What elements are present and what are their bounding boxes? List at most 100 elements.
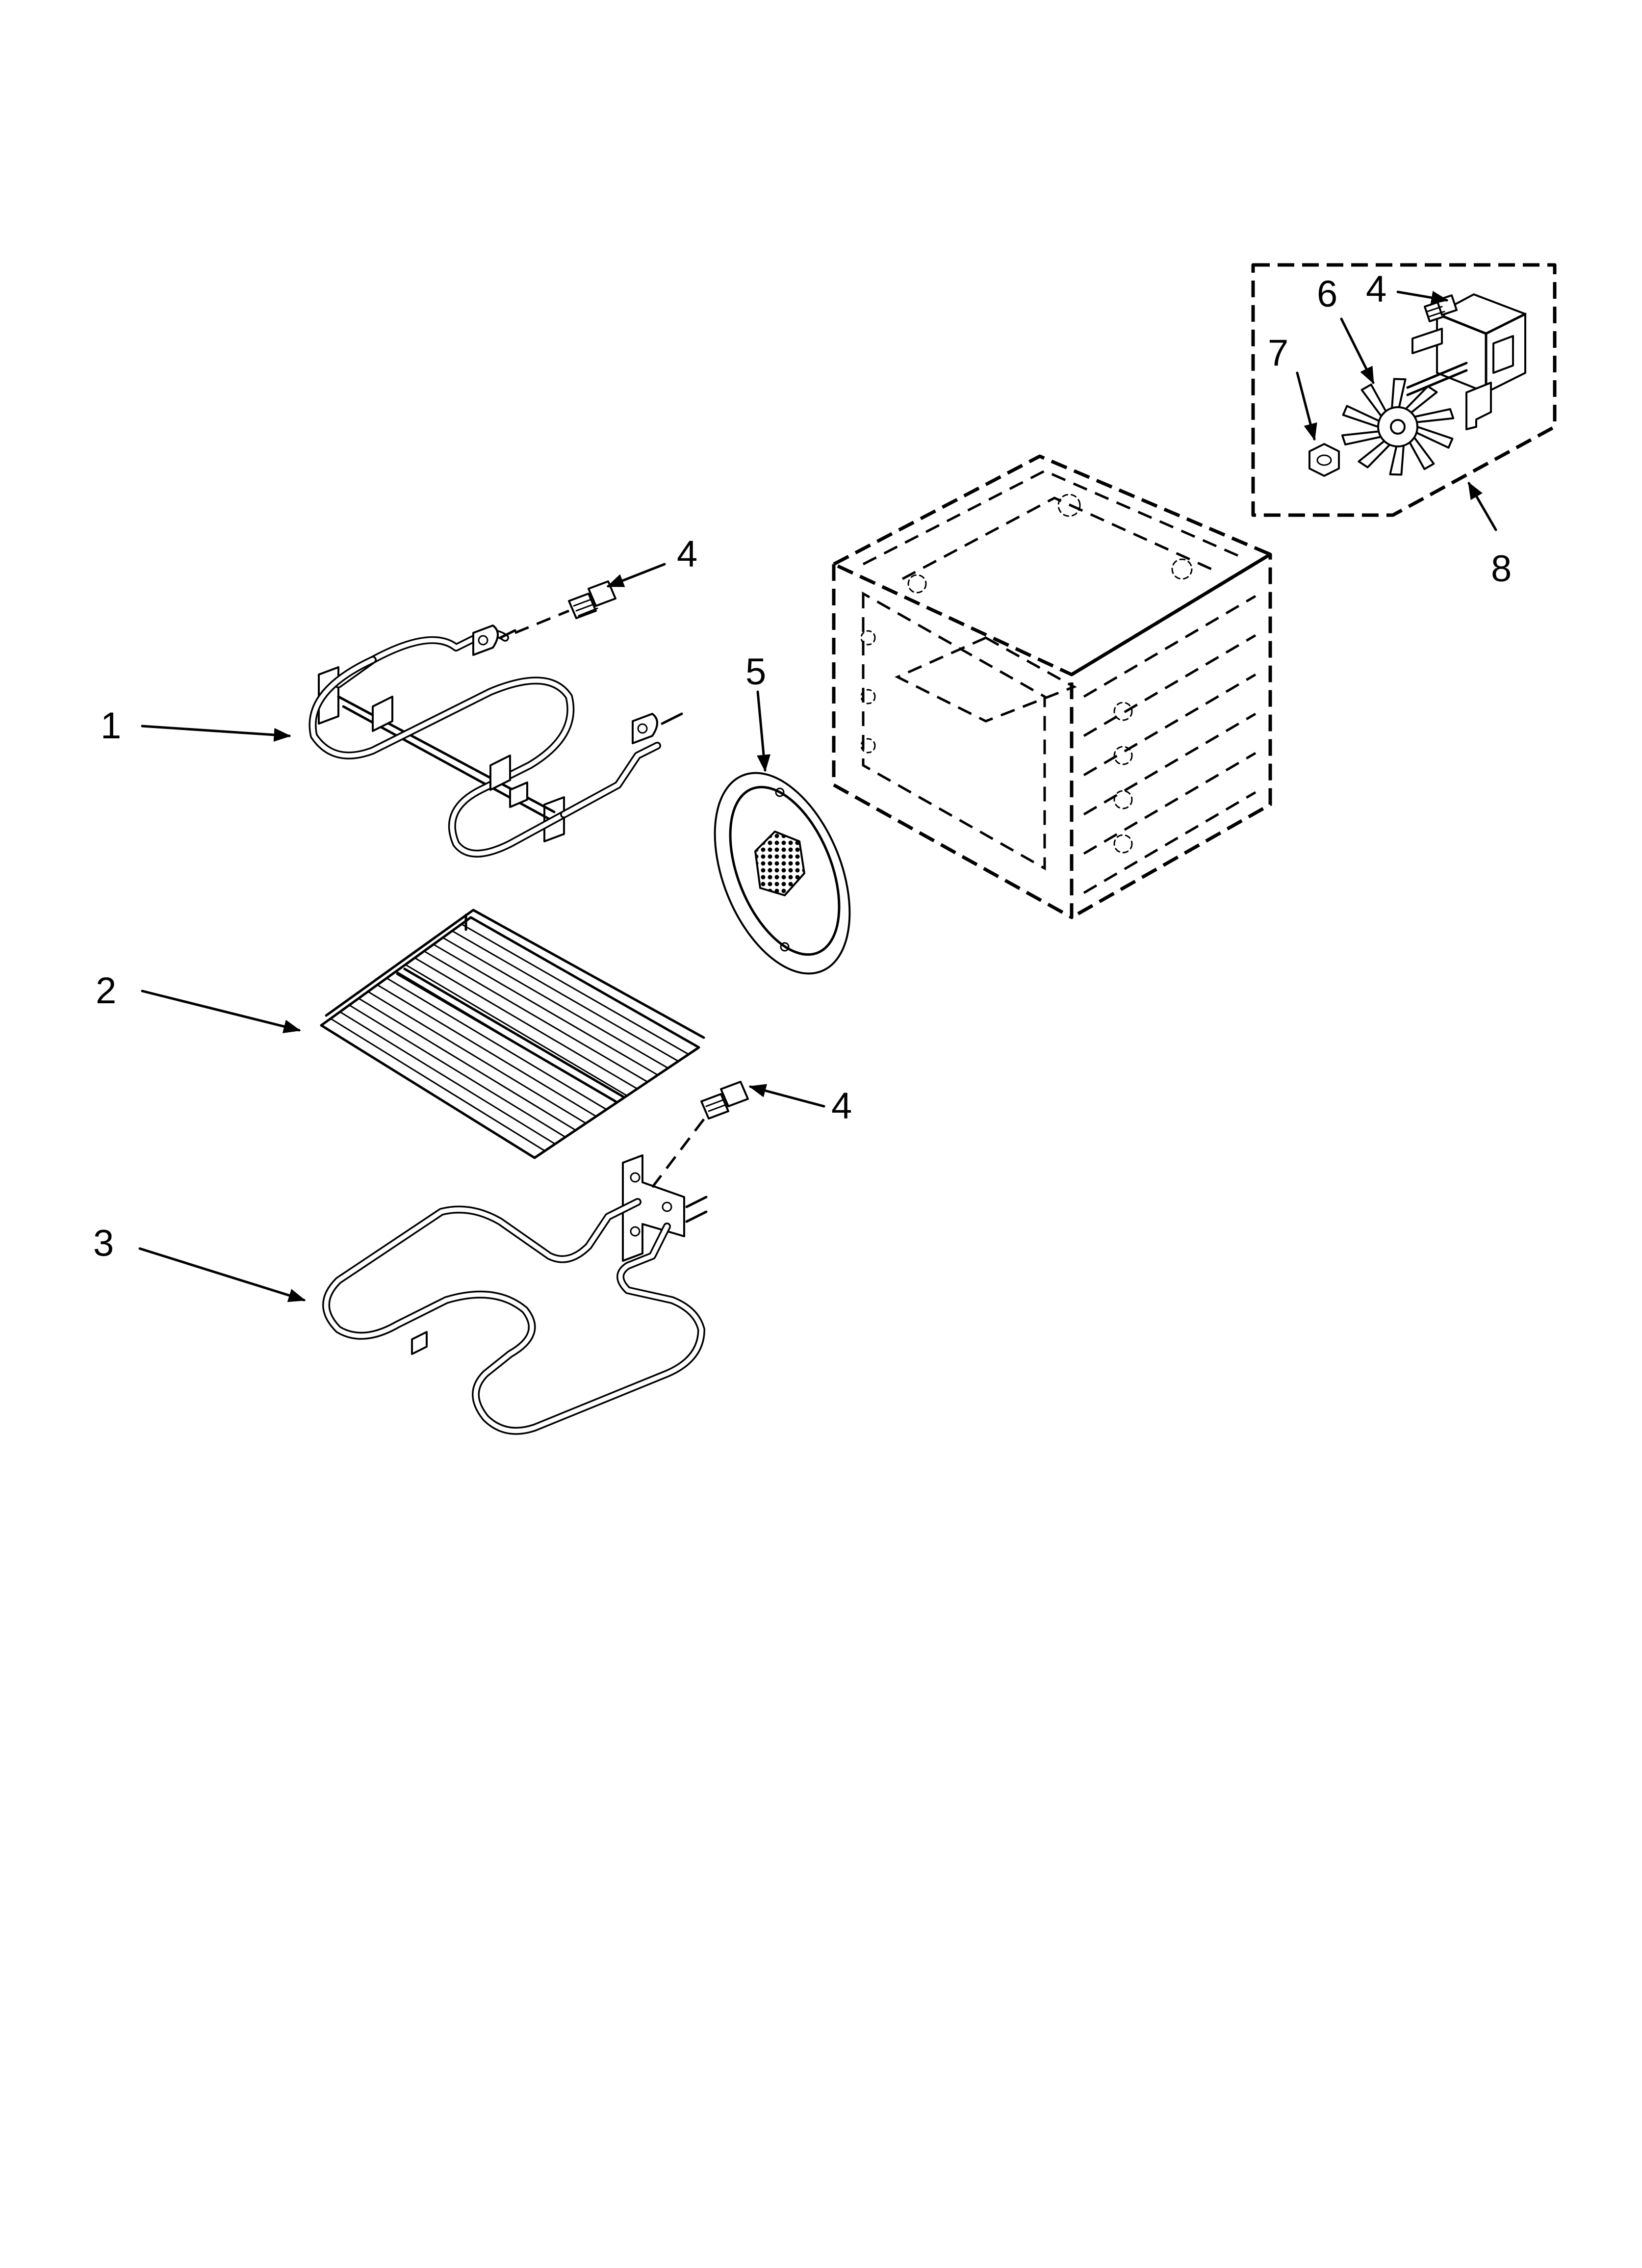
fan-cover-mesh-hole [774,861,779,866]
leader-7 [1296,371,1317,441]
callout-4-fan: 4 [1366,268,1386,310]
fan-cover-mesh-hole [781,868,786,873]
callout-5: 5 [745,651,766,693]
fan-cover-mesh-hole [781,847,786,852]
rack-rod [423,950,648,1083]
fan-cover-mesh-hole [774,888,779,893]
rack-rod [348,1004,566,1138]
screw-upper [514,580,616,634]
rack-rod [405,964,628,1096]
fan-blade-vane [1415,426,1454,449]
broil-element [308,625,683,858]
leader-4b [748,1084,825,1108]
fan-cover-mesh-hole [788,854,793,859]
callout-3: 3 [93,1223,114,1264]
fan-cover-mesh-hole [774,868,779,873]
callout-1: 1 [101,705,121,747]
callout-numbers: 1 2 3 4 4 4 5 6 7 8 [93,268,1512,1264]
fan-cover-mesh-hole [774,854,779,859]
fan-cover-mesh-hole [761,847,766,852]
callout-4-upper: 4 [677,533,697,575]
fan-cover-mesh-hole [768,847,772,852]
fan-cover-mesh-hole [788,840,793,845]
callout-7: 7 [1268,332,1288,374]
fan-cover-mesh-hole [795,868,800,873]
rack-rod [339,1011,556,1145]
fan-cover-mesh-hole [781,875,786,880]
fan-cover-mesh-hole [761,882,766,886]
fan-cover-mesh-hole [788,861,793,866]
rack-rod [433,943,659,1076]
fan-cover-mesh-hole [795,854,800,859]
leader-4c [1396,290,1449,305]
fan-cover-mesh-hole [795,840,800,845]
fan-blade-vane [1390,378,1407,412]
callout-6: 6 [1317,273,1337,315]
leader-2 [141,990,301,1033]
fan-cover-mesh-hole [768,882,772,886]
fan-blade-vane [1342,405,1381,428]
fan-blade-vane [1389,442,1405,476]
fan-cover-mesh-hole [795,875,800,880]
fan-cover-mesh-hole [781,861,786,866]
leader-1 [141,725,291,742]
rack-rod [358,997,577,1131]
rack-rod [367,991,587,1124]
callout-8: 8 [1491,548,1512,590]
fan-blade-vane [1412,408,1455,423]
leader-5 [756,690,770,772]
fan-cover-mesh-hole [774,847,779,852]
fan-cover-mesh-hole [802,868,804,873]
fan-cover-mesh-hole [795,861,800,866]
leader-3 [138,1247,306,1302]
fan-motor [1406,293,1527,430]
fan-cover-mesh-hole [788,847,793,852]
fan-cover [714,772,851,975]
leader-lines [138,290,1497,1302]
fan-cover-mesh-hole [788,875,793,880]
rack-rod [470,916,700,1048]
fan-cover-mesh-hole [761,854,766,859]
rack-rod [385,977,608,1111]
fan-cover-mesh-hole [774,834,779,838]
fan-cover-mesh-hole [755,854,759,859]
fan-cover-mesh-hole [774,875,779,880]
fan-cover-mesh-hole [761,861,766,866]
convection-fan-assembly-box [1251,263,1557,517]
rack-rod [414,957,638,1090]
fan-cover-mesh-hole [768,840,772,845]
fan-blade-vane [1341,430,1383,446]
fan-cover-mesh-hole [768,861,772,866]
rack-rod [376,984,597,1118]
leader-4a [606,563,666,588]
nut [1308,443,1340,477]
rack-rod [442,937,669,1069]
rack-rod [330,1017,546,1152]
fan-cover-mesh-hole [781,882,786,886]
rack-rod [451,930,679,1062]
fan-blade [1341,378,1455,476]
fan-cover-mesh-hole [768,854,772,859]
fan-cover-mesh-hole [774,882,779,886]
rack-rod [461,923,690,1055]
fan-cover-mesh-hole [761,875,766,880]
oven-cavity-outline [832,454,1272,919]
fan-cover-mesh-hole [788,882,793,886]
fan-cover-mesh-hole [761,868,766,873]
fan-cover-mesh-hole [781,840,786,845]
leader-6 [1340,317,1375,385]
callout-4-lower: 4 [831,1085,852,1127]
oven-rack [320,909,705,1159]
rack-rod [320,1024,536,1159]
screw-lower [651,1081,749,1188]
fan-blade-vane [1360,383,1388,418]
fan-cover-mesh-hole [781,888,786,893]
callout-2: 2 [96,970,116,1012]
fan-cover-mesh-hole [795,847,800,852]
fan-cover-mesh-hole [774,840,779,845]
fan-cover-mesh-hole [781,854,786,859]
fan-cover-mesh-hole [788,868,793,873]
fan-blade-vane [1408,435,1435,470]
fan-cover-mesh-hole [768,868,772,873]
